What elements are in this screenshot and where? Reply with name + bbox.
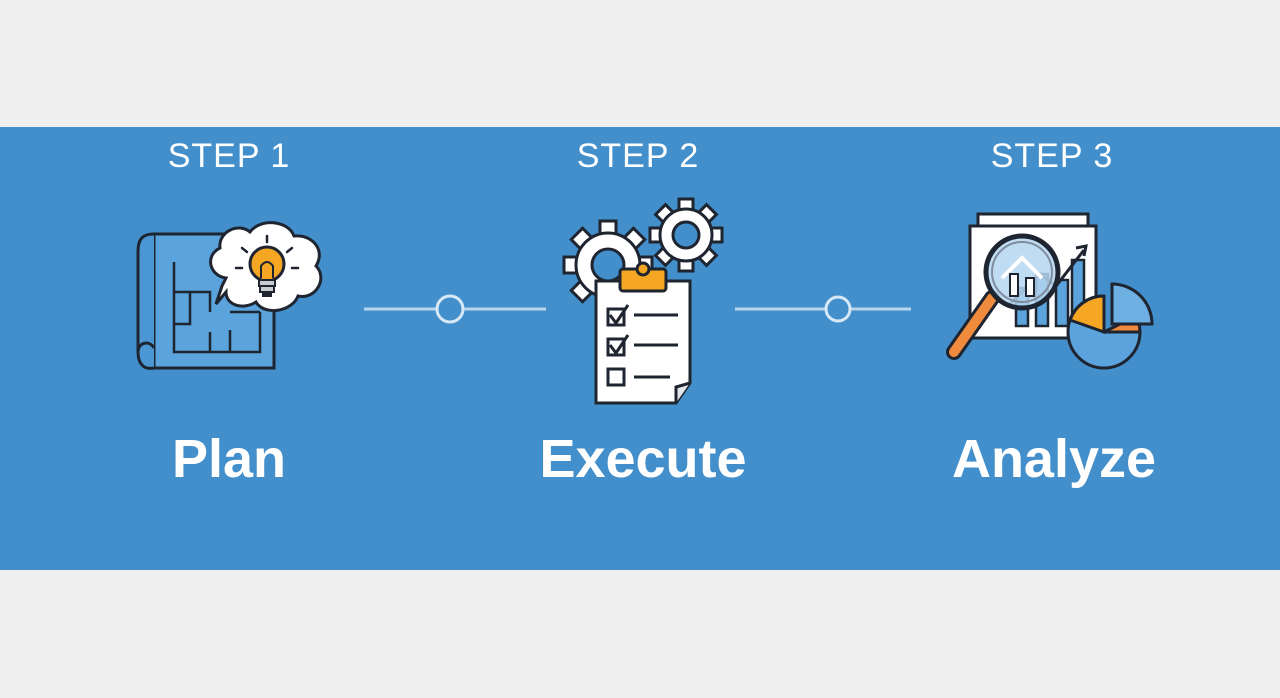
connector-2: [735, 295, 911, 323]
blueprint-lightbulb-icon: [136, 221, 323, 370]
magnifier-chart-icon: [946, 212, 1154, 370]
step-3-title: Analyze: [951, 429, 1157, 489]
connector-1: [364, 294, 546, 324]
step-1-label: STEP 1: [167, 137, 291, 175]
step-1-title: Plan: [171, 429, 287, 489]
step-2-title: Execute: [539, 429, 747, 489]
step-2-label: STEP 2: [576, 137, 700, 175]
gears-checklist-icon: [562, 197, 724, 405]
step-3-label: STEP 3: [990, 137, 1114, 175]
